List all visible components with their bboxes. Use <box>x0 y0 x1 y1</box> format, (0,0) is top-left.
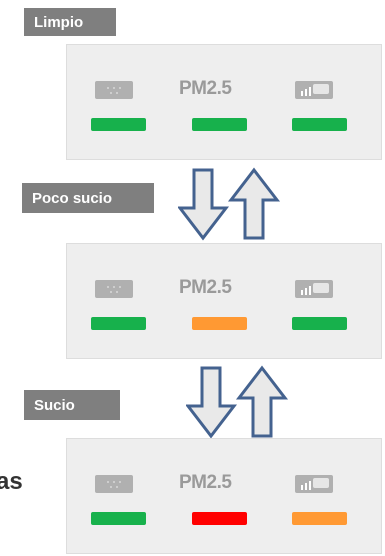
indicator-bar-3 <box>292 118 347 131</box>
filter-dust-icon <box>95 81 133 99</box>
filter-dust-icon <box>95 280 133 298</box>
arrow-down-icon <box>186 366 238 439</box>
indicator-bar-2 <box>192 512 247 525</box>
indicator-bar-3 <box>292 512 347 525</box>
arrow-down-icon <box>178 168 230 241</box>
indicator-bar-3 <box>292 317 347 330</box>
indicator-panel-poco-sucio: PM2.5 <box>66 243 382 359</box>
arrow-up-icon <box>235 365 289 438</box>
pm25-label: PM2.5 <box>179 472 232 493</box>
transition-arrows-1 <box>178 167 281 241</box>
air-quality-card-icon <box>295 280 333 298</box>
state-label-limpio: Limpio <box>24 8 116 36</box>
indicator-bar-1 <box>91 118 146 131</box>
state-label-poco-sucio: Poco sucio <box>22 183 154 213</box>
indicator-panel-limpio: PM2.5 <box>66 44 382 160</box>
state-label-text: Poco sucio <box>32 189 113 207</box>
arrow-up-icon <box>227 167 281 240</box>
air-quality-card-icon <box>295 475 333 493</box>
state-label-text: Limpio <box>34 13 84 31</box>
pm25-label: PM2.5 <box>179 277 232 298</box>
side-text-fragment: as <box>0 468 23 495</box>
transition-arrows-2 <box>186 365 289 439</box>
indicator-bar-1 <box>91 512 146 525</box>
pm25-label: PM2.5 <box>179 78 232 99</box>
indicator-panel-sucio: PM2.5 <box>66 438 382 554</box>
indicator-bar-1 <box>91 317 146 330</box>
indicator-bar-2 <box>192 118 247 131</box>
air-quality-card-icon <box>295 81 333 99</box>
state-label-text: Sucio <box>34 396 75 414</box>
state-label-sucio: Sucio <box>24 390 120 420</box>
indicator-bar-2 <box>192 317 247 330</box>
filter-dust-icon <box>95 475 133 493</box>
